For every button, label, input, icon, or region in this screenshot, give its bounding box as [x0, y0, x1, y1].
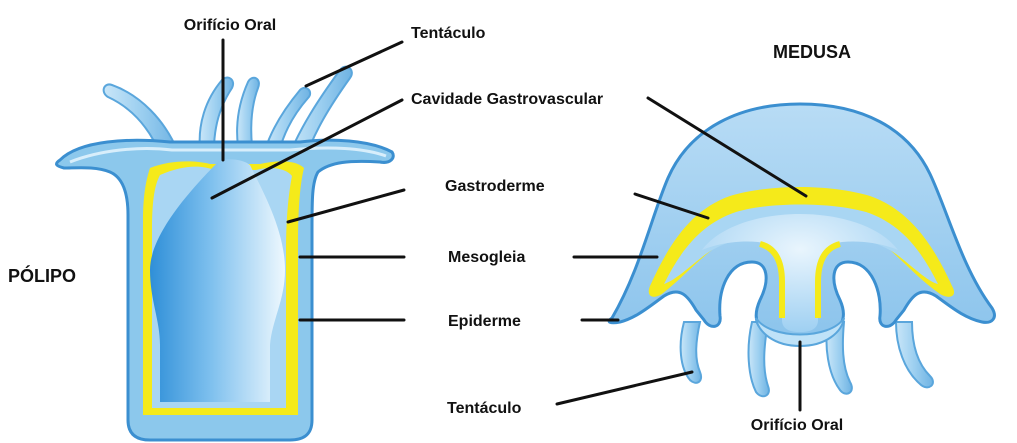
- label-gastroderm: Gastroderme: [445, 178, 545, 195]
- polyp-tentacle-left-inner: [200, 78, 233, 150]
- label-tentacle-top: Tentáculo: [411, 25, 486, 42]
- medusa-tentacle-4: [896, 322, 933, 387]
- label-tentacle-bottom: Tentáculo: [447, 400, 522, 417]
- polyp: [57, 67, 394, 440]
- label-oral-top: Orifício Oral: [184, 17, 276, 34]
- label-mesoglea: Mesogleia: [448, 249, 525, 266]
- label-oral-bottom: Orifício Oral: [751, 417, 843, 434]
- medusa: [609, 104, 994, 396]
- polyp-tentacle-mid-left: [237, 78, 259, 146]
- line-tentacle-top: [306, 42, 402, 86]
- line-tentacle-bottom: [557, 372, 692, 404]
- label-polyp-title: PÓLIPO: [8, 265, 76, 286]
- label-medusa-title: MEDUSA: [773, 42, 851, 62]
- label-cavity: Cavidade Gastrovascular: [411, 91, 603, 108]
- label-epidermis: Epiderme: [448, 313, 521, 330]
